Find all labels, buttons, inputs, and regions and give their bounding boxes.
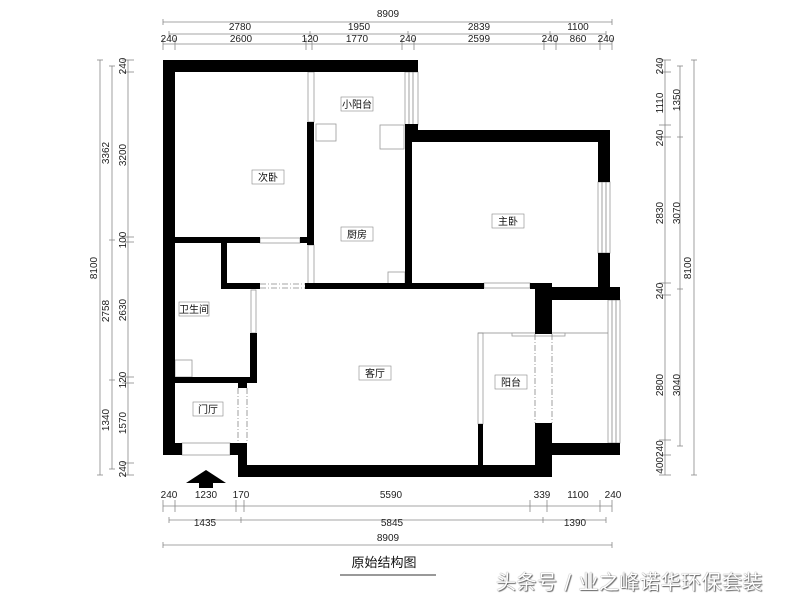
dim-bottom-total: 8909 [377,533,400,544]
windows [174,71,621,456]
room-label: 小阳台 [342,98,372,111]
room-label: 主卧 [498,215,518,228]
title-underline [340,574,436,576]
drawing-title: 原始结构图 [351,556,417,571]
room-foyer: 门厅 [192,401,224,417]
dim-label: 240 [655,57,666,74]
dim-label: 3200 [118,143,129,166]
dim-label: 100 [118,231,129,248]
dim-label: 860 [570,34,587,45]
room-label: 阳台 [501,376,521,389]
dim-label: 240 [655,129,666,146]
dim-label: 1435 [194,518,217,529]
dim-label: 2599 [468,34,491,45]
dim-label: 1390 [564,518,587,529]
dim-label: 240 [118,57,129,74]
dim-label: 2780 [229,22,252,33]
door-openings [237,283,553,443]
room-labels: 小阳台 次卧 厨房 主卧 卫生间 客厅 阳台 门厅 [178,96,528,417]
room-label: 次卧 [258,171,278,184]
dim-label: 5590 [380,490,403,501]
dim-label: 3070 [672,201,683,224]
dim-label: 400240 [655,440,666,474]
room-master-bedroom: 主卧 [491,213,525,229]
walls [163,60,620,477]
dim-label: 240 [598,34,615,45]
dim-label: 339 [534,490,551,501]
dim-label: 3040 [672,373,683,396]
room-kitchen: 厨房 [340,226,374,242]
dim-label: 5845 [381,518,404,529]
watermark: 头条号 / 业之峰诺华环保套装 [496,570,763,594]
dim-label: 240 [542,34,559,45]
dim-label: 1230 [195,490,218,501]
entry-arrow-icon [186,470,226,488]
dim-label: 120 [302,34,319,45]
dim-top-total: 8909 [377,9,400,20]
dim-label: 1350 [672,88,683,111]
dim-label: 2800 [655,373,666,396]
room-label: 厨房 [347,228,367,241]
room-label: 客厅 [365,367,385,380]
dim-label: 1110 [655,92,666,113]
dim-label: 3362 [101,141,112,164]
dim-label: 240 [605,490,622,501]
dim-label: 120 [118,371,129,388]
dim-label: 240 [400,34,417,45]
dim-label: 2758 [101,299,112,322]
room-living-room: 客厅 [358,365,392,381]
dim-left-total: 8100 [89,256,100,279]
dim-label: 2630 [118,298,129,321]
dim-label: 170 [233,490,250,501]
dim-label: 1570 [118,411,129,434]
dim-label: 2839 [468,22,491,33]
dim-label: 1770 [346,34,369,45]
room-balcony: 阳台 [494,374,528,390]
dim-label: 240 [118,460,129,477]
dimension-labels: 8909 2780 1950 2839 1100 240 2600 120 17… [89,9,694,544]
dimension-lines [97,19,697,548]
room-label: 门厅 [198,403,218,416]
room-bathroom: 卫生间 [178,301,210,317]
dim-label: 240 [161,34,178,45]
dim-label: 1100 [567,22,589,33]
dim-label: 240 [655,282,666,299]
dim-label: 2600 [230,34,253,45]
dim-label: 2830 [655,201,666,224]
dim-right-total: 8100 [683,256,694,279]
room-second-bedroom: 次卧 [251,169,285,185]
dim-label: 1340 [101,408,112,431]
dim-label: 240 [161,490,178,501]
room-small-balcony: 小阳台 [340,96,374,112]
dim-label: 1950 [348,22,371,33]
room-label: 卫生间 [179,303,209,316]
dim-label: 1100 [567,490,589,501]
